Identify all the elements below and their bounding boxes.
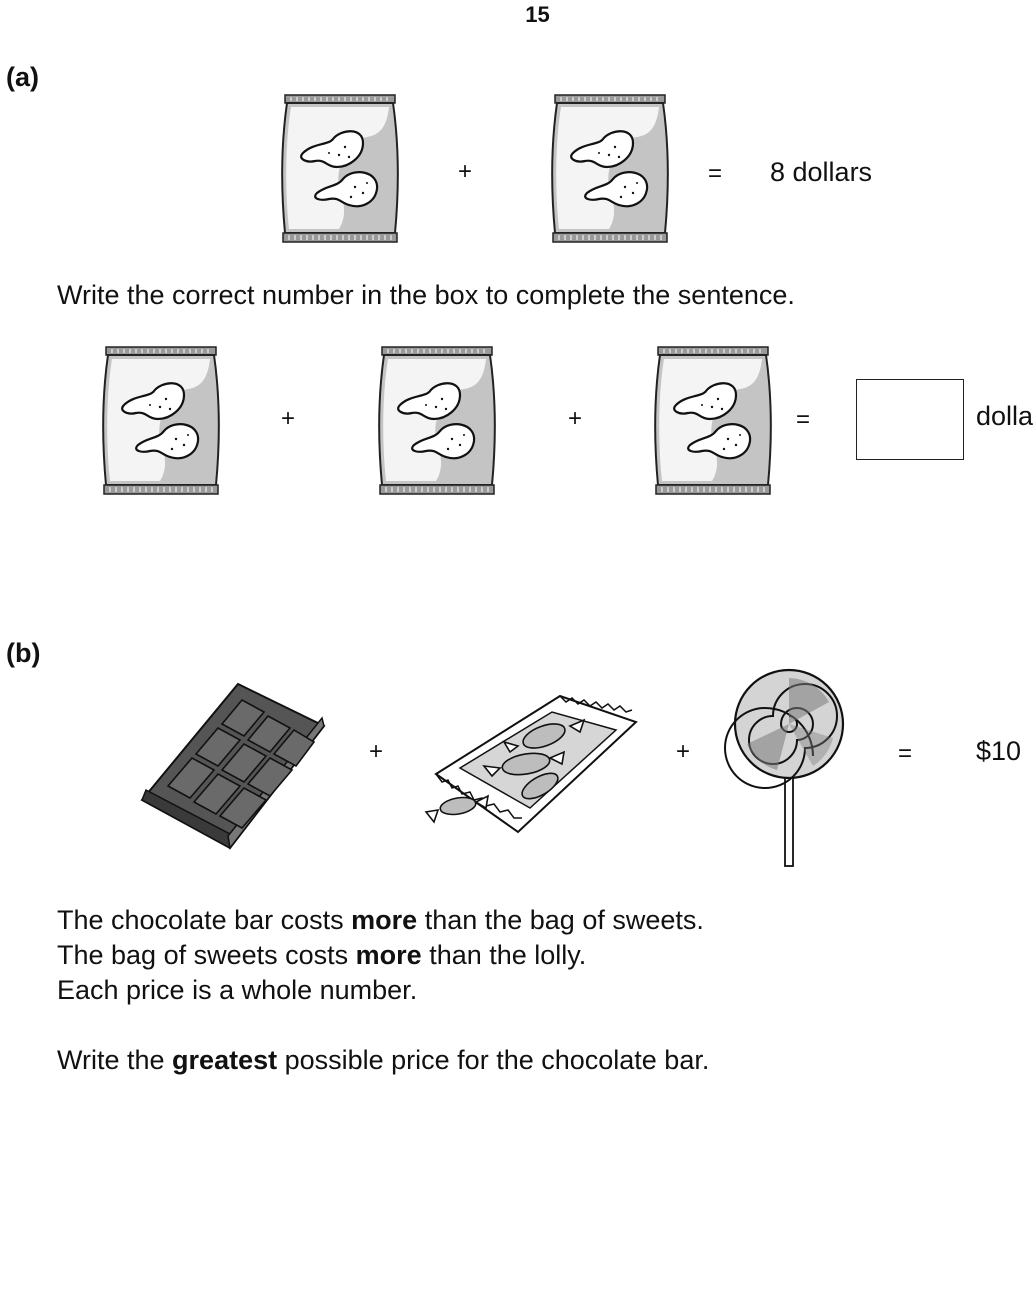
sweets-bag-icon xyxy=(424,694,638,834)
statement-text: than the bag of sweets. xyxy=(417,905,704,935)
plus-sign: + xyxy=(281,405,296,432)
emphasis-text: more xyxy=(355,940,422,970)
statement-line-2: The bag of sweets costs more than the lo… xyxy=(57,940,586,971)
question-text-part: possible price for the chocolate bar. xyxy=(277,1045,710,1075)
crisp-bag-icon xyxy=(378,345,496,496)
equals-sign: = xyxy=(898,740,913,767)
plus-sign: + xyxy=(369,738,384,765)
answer-box[interactable] xyxy=(856,379,964,460)
chocolate-bar-icon xyxy=(140,682,326,850)
page-number: 15 xyxy=(525,2,550,27)
question-text-part: Write the xyxy=(57,1045,173,1075)
crisp-bag-icon xyxy=(551,93,669,244)
crisp-bag-icon xyxy=(654,345,772,496)
crisp-bag-icon xyxy=(281,93,399,244)
statement-text: than the lolly. xyxy=(421,940,587,970)
equals-sign: = xyxy=(796,406,811,433)
crisp-bag-icon xyxy=(102,345,220,496)
plus-sign: + xyxy=(458,158,473,185)
statement-text: The chocolate bar costs xyxy=(57,905,352,935)
question-text: Write the greatest possible price for th… xyxy=(57,1045,709,1076)
statement-line-1: The chocolate bar costs more than the ba… xyxy=(57,905,704,936)
equation-result: $10 xyxy=(976,736,1022,766)
statement-line-3: Each price is a whole number. xyxy=(57,975,418,1005)
emphasis-text: more xyxy=(351,905,418,935)
lolly-icon xyxy=(724,668,845,867)
plus-sign: + xyxy=(568,405,583,432)
unit-text: dolla xyxy=(976,401,1034,431)
statement-text: The bag of sweets costs xyxy=(57,940,356,970)
equals-sign: = xyxy=(708,160,723,187)
equation-result: 8 dollars xyxy=(770,157,873,187)
plus-sign: + xyxy=(676,738,691,765)
part-b-label: (b) xyxy=(6,638,41,668)
part-a-label: (a) xyxy=(6,62,39,92)
instruction-text: Write the correct number in the box to c… xyxy=(57,280,795,310)
emphasis-text: greatest xyxy=(172,1045,278,1075)
